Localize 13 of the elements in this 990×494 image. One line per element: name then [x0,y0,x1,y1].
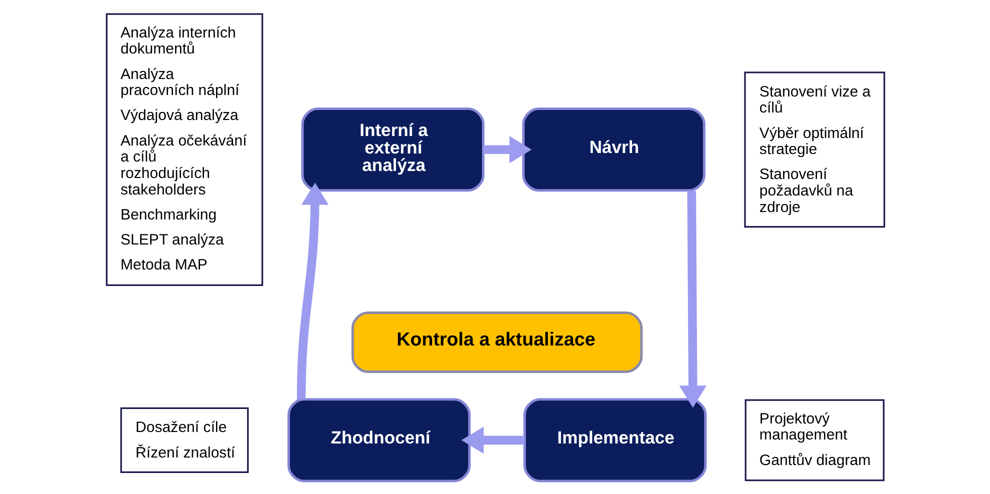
node-box: Interní a externí analýza [300,107,484,192]
arrow [296,182,328,399]
node-box: Kontrola a aktualizace [350,311,642,373]
node-box: Implementace [522,398,706,482]
node-box: Analýza interních dokumentů Analýza pracovních náplní Výdajová analýza Analýza očekávání a cílů rozhodujících stakeholders Benchmarking SLEPT analýza Metoda MAP [105,12,263,286]
arrow [678,190,706,408]
node-box: Stanovení vize a cílů Výběr optimální strategie Stanovení požadavků na zdroje [744,71,885,228]
node-box: Dosažení cíle Řízení znalostí [120,406,248,472]
arrow [460,426,524,454]
arrow [483,136,532,163]
node-box: Návrh [522,107,705,192]
node-box: Projektový management Ganttův diagram [744,398,884,481]
node-box: Zhodnocení [286,398,470,482]
